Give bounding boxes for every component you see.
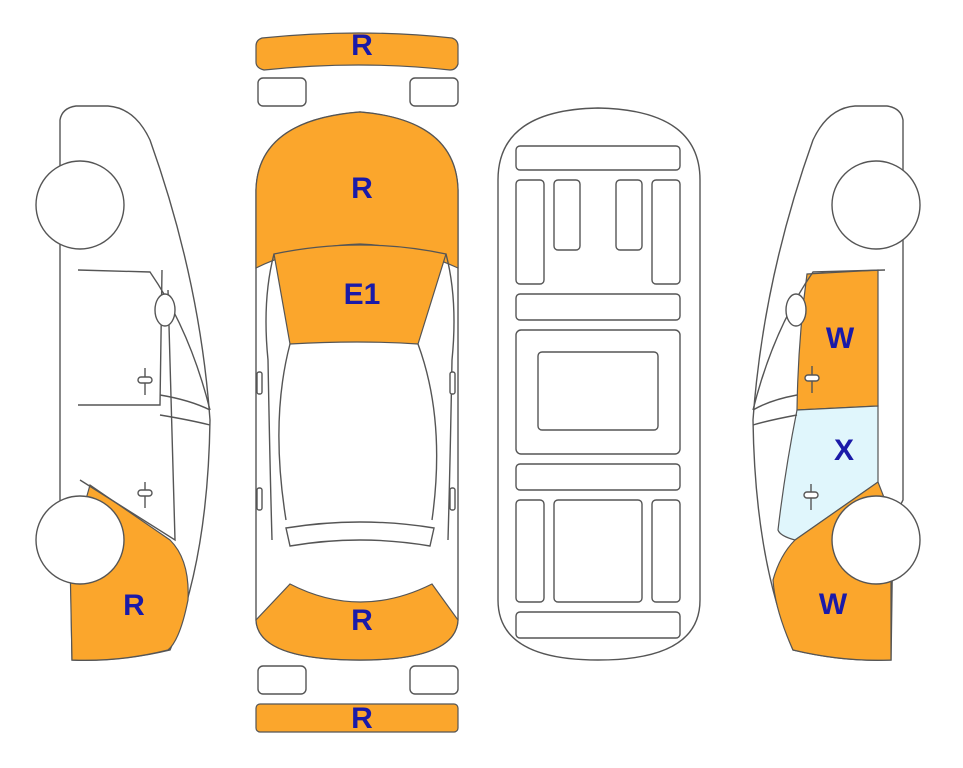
top-left-pillar <box>265 253 275 541</box>
underside-front-left-bay <box>515 179 545 285</box>
left-rear-label: R <box>123 589 145 622</box>
left-rear-wheel <box>35 495 125 585</box>
trunk-label: R <box>351 604 373 637</box>
underside-center-panel <box>537 351 659 431</box>
underside-front-slot-right <box>615 179 643 251</box>
right-rear-quarter-label: W <box>819 588 848 621</box>
underside-rear-right-bay <box>651 499 681 603</box>
underside-front-rail <box>515 145 681 171</box>
top-right-rear-handle <box>449 487 456 511</box>
left-belt-line <box>79 289 176 542</box>
right-rear-door-damage <box>777 405 879 541</box>
front-left-headlight <box>257 77 307 107</box>
top-left-mirror <box>256 371 263 395</box>
top-left-rear-handle <box>256 487 263 511</box>
left-front-door-handle <box>137 368 153 395</box>
right-window-line <box>752 394 798 426</box>
windshield-label: E1 <box>344 278 381 311</box>
rear-window-line <box>285 521 435 547</box>
front-right-headlight <box>409 77 459 107</box>
top-right-pillar <box>445 253 455 541</box>
underside-rear-cross-member <box>515 463 681 491</box>
underside-front-right-bay <box>651 179 681 285</box>
left-side-view: R <box>35 105 211 661</box>
left-mirror <box>154 293 176 327</box>
top-view: R R E1 R R <box>255 29 459 735</box>
underside-rear-center <box>553 499 643 603</box>
underside-rear-left-bay <box>515 499 545 603</box>
right-rear-door-handle <box>803 484 819 510</box>
top-right-inner-line <box>417 343 438 521</box>
underside-view <box>497 107 701 661</box>
top-left-inner-line <box>278 343 291 521</box>
underside-cross-member <box>515 293 681 321</box>
right-mirror <box>785 293 807 327</box>
right-rear-wheel <box>831 495 921 585</box>
front-bumper-damage <box>255 32 459 71</box>
right-roof-line <box>752 269 886 411</box>
left-front-wheel <box>35 160 125 250</box>
front-bumper-label: R <box>351 29 373 62</box>
trunk-damage <box>255 583 459 661</box>
top-right-mirror <box>449 371 456 395</box>
hood-label: R <box>351 172 373 205</box>
underside-rear-rail <box>515 611 681 639</box>
rear-bumper-damage <box>255 703 459 733</box>
right-side-view: W X W <box>752 105 921 661</box>
underside-front-slot-left <box>553 179 581 251</box>
rear-bumper-label: R <box>351 702 373 735</box>
rear-left-taillight <box>257 665 307 695</box>
right-rear-door-label: X <box>834 434 854 467</box>
right-front-door-label: W <box>826 322 855 355</box>
right-front-wheel <box>831 160 921 250</box>
left-window-line <box>159 394 211 426</box>
left-roof-line <box>77 269 211 411</box>
rear-right-taillight <box>409 665 459 695</box>
right-front-door-handle <box>804 366 820 393</box>
left-rear-door-handle <box>137 482 153 508</box>
